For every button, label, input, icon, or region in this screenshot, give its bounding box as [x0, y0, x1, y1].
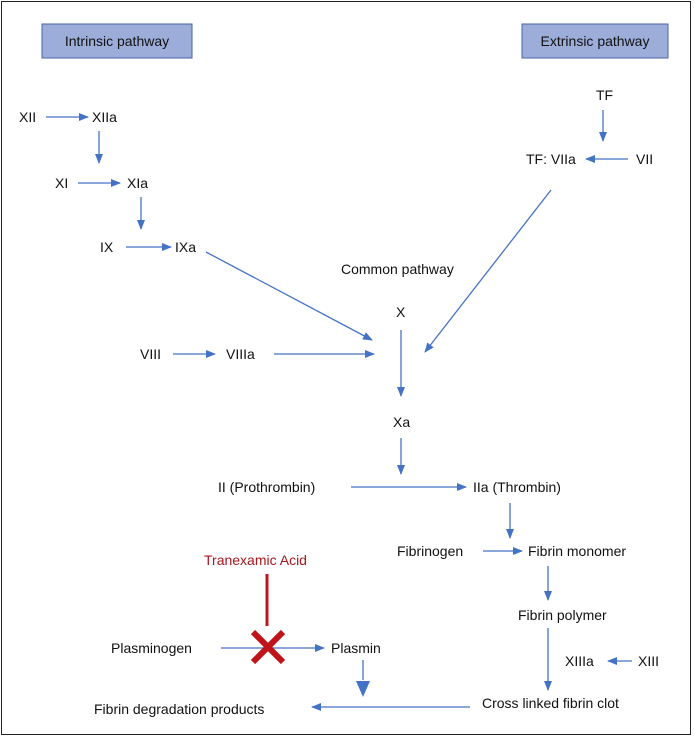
factor-xiii: XIII [638, 653, 659, 669]
fibrin-polymer-label: Fibrin polymer [518, 607, 607, 623]
plasminogen-label: Plasminogen [111, 640, 192, 656]
cross-linked-fibrin-clot-label: Cross linked fibrin clot [482, 695, 619, 711]
arrow-plasmin-to-degradation [356, 660, 370, 697]
factor-tf-viia: TF: VIIa [526, 151, 576, 167]
intrinsic-pathway-label: Intrinsic pathway [65, 33, 169, 49]
common-pathway-label: Common pathway [341, 261, 454, 277]
fibrinogen-label: Fibrinogen [397, 543, 463, 559]
factor-xiia: XIIa [92, 109, 117, 125]
factor-xi: XI [55, 175, 68, 191]
plasmin-label: Plasmin [331, 640, 381, 656]
arrow-tfviia-to-x [424, 189, 552, 353]
factor-ixa: IXa [175, 239, 196, 255]
factor-prothrombin: II (Prothrombin) [218, 479, 315, 495]
factor-xiiia: XIIIa [565, 653, 594, 669]
intrinsic-pathway-header: Intrinsic pathway [41, 23, 193, 59]
fibrin-degradation-products-label: Fibrin degradation products [94, 701, 264, 717]
factor-viiia: VIIIa [226, 346, 255, 362]
inhibition-symbol [250, 574, 286, 665]
factor-thrombin: IIa (Thrombin) [473, 479, 561, 495]
factor-tf: TF [596, 87, 613, 103]
extrinsic-pathway-label: Extrinsic pathway [541, 33, 650, 49]
cross-mark-b [250, 629, 286, 665]
factor-xa: Xa [393, 414, 410, 430]
factor-xii: XII [19, 109, 36, 125]
fibrin-monomer-label: Fibrin monomer [528, 543, 626, 559]
factor-viii: VIII [140, 346, 161, 362]
factor-vii: VII [636, 151, 653, 167]
factor-ix: IX [100, 239, 114, 255]
extrinsic-pathway-header: Extrinsic pathway [521, 23, 669, 59]
factor-x: X [396, 304, 406, 320]
tranexamic-acid-label: Tranexamic Acid [204, 552, 307, 568]
factor-xia: XIa [127, 175, 148, 191]
factor-labels: XII XIIa XI XIa IX IXa VIII VIIIa TF TF:… [19, 87, 659, 717]
arrow-ixa-to-x [205, 251, 373, 341]
